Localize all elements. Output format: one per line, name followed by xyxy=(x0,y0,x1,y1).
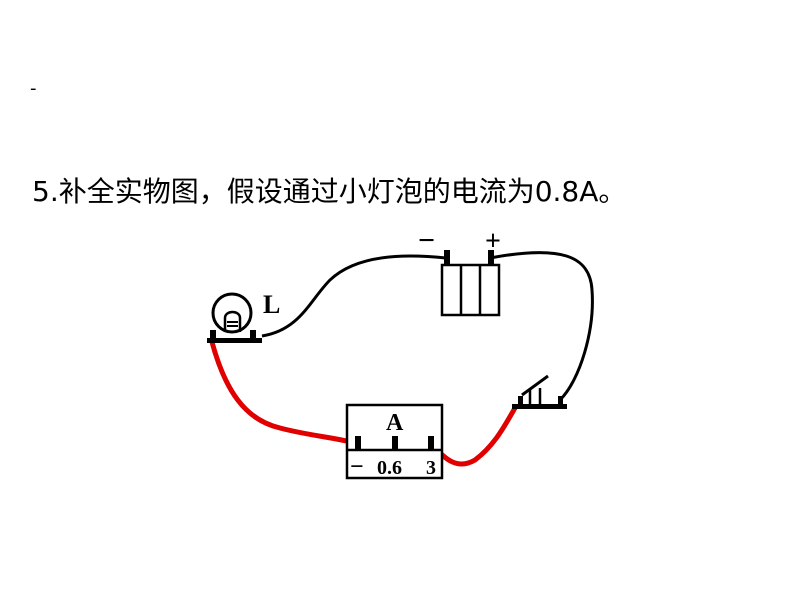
wire-lamp-to-battery xyxy=(261,254,447,338)
switch-hinge xyxy=(528,388,542,406)
lamp-terminal-right xyxy=(250,330,256,340)
battery-neg-label: − xyxy=(418,224,435,257)
ammeter-terminal-neg xyxy=(355,436,361,450)
ammeter-label: A xyxy=(386,410,404,436)
lamp-base xyxy=(207,338,262,343)
lamp-filament-coil xyxy=(227,321,238,327)
ammeter-terminal-1-label: 0.6 xyxy=(377,457,402,479)
lamp-filament xyxy=(223,310,242,332)
battery-pos-label: + xyxy=(485,226,501,257)
ammeter-terminal-3 xyxy=(428,436,434,450)
lamp-label: L xyxy=(263,290,280,319)
battery-terminal-pos xyxy=(488,250,494,265)
ammeter: A − 0.6 3 xyxy=(345,403,444,480)
ammeter-terminal-0.6 xyxy=(392,436,398,450)
wire-battery-to-switch xyxy=(489,251,594,402)
question-text: 5.补全实物图，假设通过小灯泡的电流为0.8A。 xyxy=(32,175,627,208)
ammeter-neg-label: − xyxy=(350,454,364,480)
lamp-terminal-left xyxy=(210,330,216,340)
lamp: L xyxy=(207,290,280,343)
wire-lamp-to-ammeter xyxy=(209,339,361,447)
ammeter-terminal-2-label: 3 xyxy=(426,457,436,479)
battery: − + xyxy=(418,224,501,317)
battery-body xyxy=(440,263,501,317)
switch xyxy=(512,374,567,409)
slide-marker: - xyxy=(30,78,37,99)
switch-post-left xyxy=(518,396,523,406)
switch-base xyxy=(512,404,567,409)
switch-lever xyxy=(521,374,549,397)
switch-post-right xyxy=(558,396,563,406)
battery-terminal-neg xyxy=(444,250,450,265)
wire-ammeter-to-switch xyxy=(429,405,518,467)
